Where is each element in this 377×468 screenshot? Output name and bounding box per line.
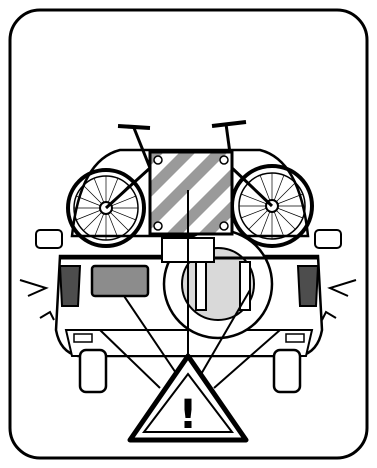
left-tail-light	[60, 266, 80, 306]
right-rear-wheel	[274, 350, 300, 392]
warning-exclamation: !	[179, 392, 197, 438]
left-rear-wheel	[80, 350, 106, 392]
rack-strap-left	[196, 262, 206, 310]
reflector-left	[74, 334, 92, 342]
license-plate	[92, 266, 148, 296]
striped-warning-panel	[150, 152, 232, 234]
left-mirror	[36, 230, 62, 248]
reflector-right	[286, 334, 304, 342]
right-tail-light	[298, 266, 318, 306]
right-mirror	[315, 230, 341, 248]
